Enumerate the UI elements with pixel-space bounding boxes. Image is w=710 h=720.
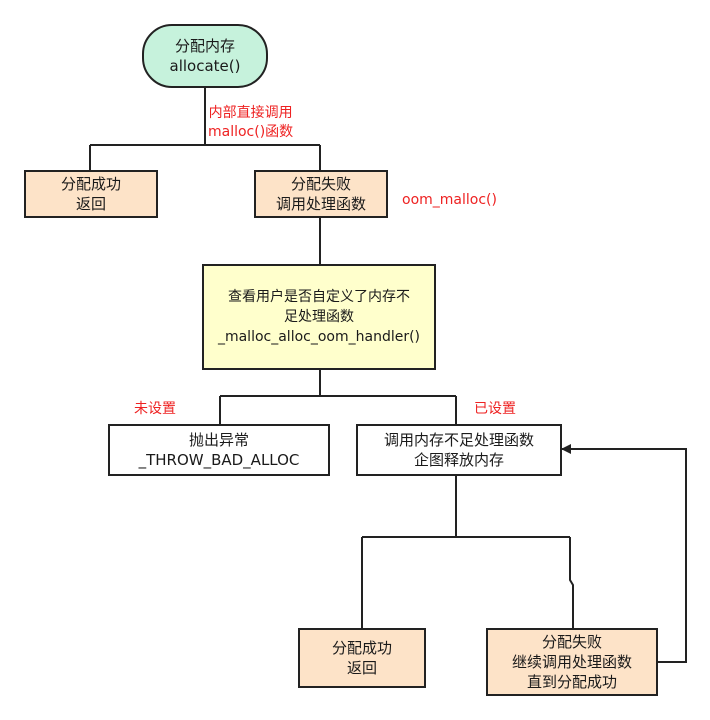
check-handler-node[interactable]: 查看用户是否自定义了内存不 足处理函数 _malloc_alloc_oom_ha… — [202, 264, 436, 370]
success-top-node[interactable]: 分配成功 返回 — [24, 170, 158, 218]
set-label: 已设置 — [474, 400, 516, 419]
oom-malloc-text: oom_malloc() — [402, 192, 497, 208]
internal-call-label-line1: 内部直接调用 — [208, 105, 293, 121]
fail-bottom-line2: 继续调用处理函数 — [511, 653, 632, 671]
handler-line2: 企图释放内存 — [413, 451, 504, 469]
internal-call-label: 内部直接调用 malloc()函数 — [208, 104, 293, 142]
throw-line2: _THROW_BAD_ALLOC — [138, 451, 300, 469]
internal-call-label-line2: malloc()函数 — [208, 124, 294, 140]
oom-malloc-label: oom_malloc() — [402, 191, 497, 210]
start-node-line2: allocate() — [169, 57, 241, 75]
fail-top-node[interactable]: 分配失败 调用处理函数 — [254, 170, 388, 218]
set-text: 已设置 — [474, 401, 516, 417]
success-top-line2: 返回 — [75, 195, 106, 213]
start-node[interactable]: 分配内存 allocate() — [142, 24, 268, 88]
throw-line1: 抛出异常 — [188, 431, 249, 449]
not-set-text: 未设置 — [134, 401, 176, 417]
not-set-label: 未设置 — [134, 400, 176, 419]
fail-bottom-line1: 分配失败 — [541, 633, 602, 651]
check-handler-line3: _malloc_alloc_oom_handler() — [217, 329, 421, 345]
edge-loop-back — [561, 444, 687, 663]
success-top-line1: 分配成功 — [60, 175, 121, 193]
start-node-line1: 分配内存 — [174, 37, 235, 55]
success-bottom-node[interactable]: 分配成功 返回 — [298, 628, 426, 688]
fail-bottom-node[interactable]: 分配失败 继续调用处理函数 直到分配成功 — [486, 628, 658, 696]
edge-to-fail-bottom — [569, 537, 574, 628]
success-bottom-line2: 返回 — [346, 659, 377, 677]
check-handler-line1: 查看用户是否自定义了内存不 — [228, 289, 410, 305]
fail-bottom-line3: 直到分配成功 — [526, 673, 617, 691]
fail-top-line1: 分配失败 — [290, 175, 351, 193]
check-handler-line2: 足处理函数 — [284, 309, 354, 325]
fail-top-line2: 调用处理函数 — [275, 195, 366, 213]
handler-line1: 调用内存不足处理函数 — [383, 431, 534, 449]
call-oom-handler-node[interactable]: 调用内存不足处理函数 企图释放内存 — [356, 424, 562, 476]
success-bottom-line1: 分配成功 — [331, 639, 392, 657]
throw-exception-node[interactable]: 抛出异常 _THROW_BAD_ALLOC — [108, 424, 330, 476]
